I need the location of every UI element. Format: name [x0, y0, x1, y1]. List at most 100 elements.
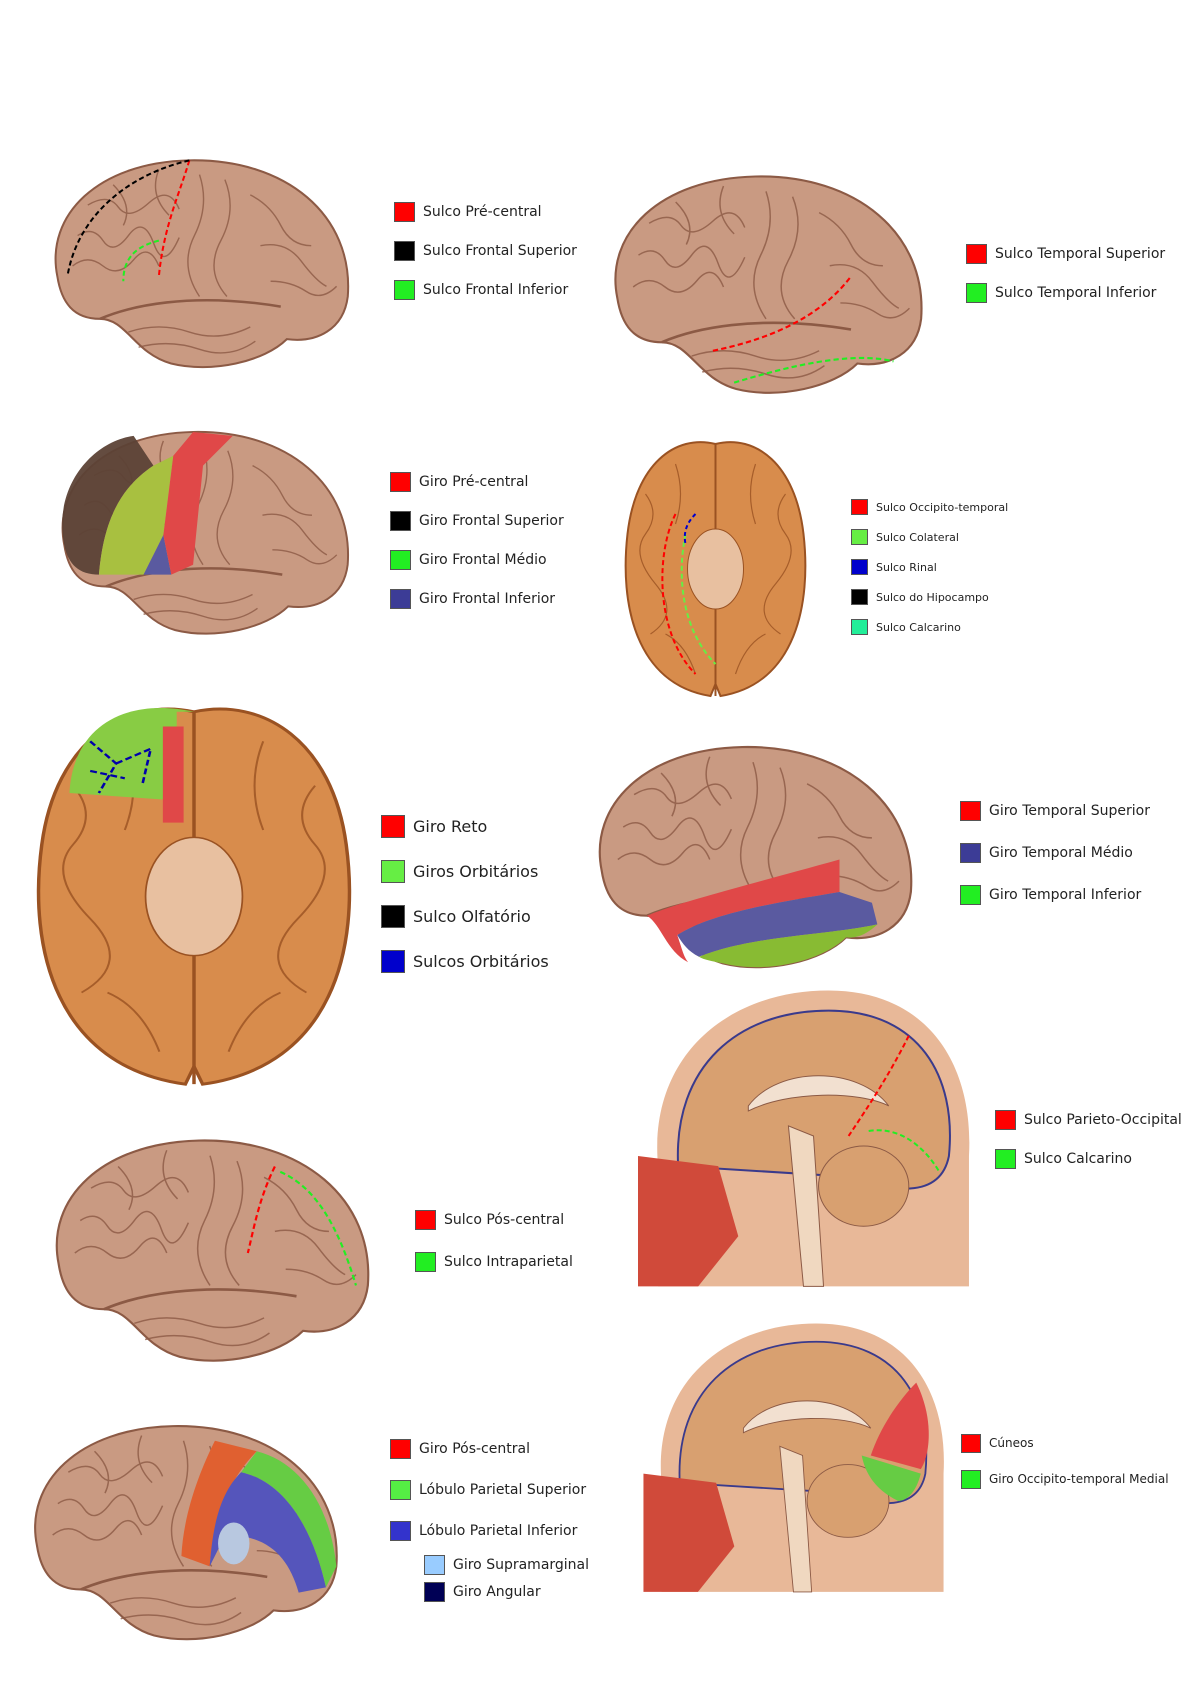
legend-label: Sulco do Hipocampo — [876, 590, 989, 604]
legend-label: Giro Frontal Inferior — [419, 590, 556, 607]
legend-item: Sulco Temporal Superior — [966, 234, 1165, 273]
sagittal-brain-sulci — [638, 984, 979, 1298]
swatch-green — [390, 549, 411, 570]
swatch-red — [415, 1210, 436, 1230]
swatch-green — [415, 1252, 436, 1272]
legend-item: Giro Temporal Médio — [960, 832, 1150, 874]
legend-label: Giro Temporal Inferior — [989, 887, 1142, 903]
legend-item: Giro Occipito-temporal Medial — [961, 1461, 1169, 1497]
legend-item: Lóbulo Parietal Inferior — [390, 1510, 589, 1551]
legend-item: Sulcos Orbitários — [381, 939, 549, 984]
legend-orbital: Giro Reto Giros Orbitários Sulco Olfatór… — [381, 804, 549, 984]
legend-item: Sulco Olfatório — [381, 894, 549, 939]
swatch-green — [394, 279, 415, 300]
swatch-blue — [390, 1520, 411, 1541]
swatch-black — [851, 589, 868, 605]
legend-label: Giro Occipito-temporal Medial — [989, 1472, 1169, 1486]
legend-item: Giro Frontal Superior — [390, 501, 564, 540]
legend-subitem: Giro Angular — [424, 1578, 589, 1605]
legend-label: Giro Supramarginal — [453, 1556, 590, 1573]
swatch-green — [960, 885, 981, 905]
legend-item: Sulco Pré-central — [394, 192, 577, 231]
swatch-red — [961, 1433, 981, 1453]
legend-label: Lóbulo Parietal Superior — [419, 1481, 587, 1498]
legend-label: Sulcos Orbitários — [413, 952, 549, 971]
legend-temporal-gyri: Giro Temporal Superior Giro Temporal Méd… — [960, 790, 1150, 916]
legend-label: Giro Temporal Médio — [989, 845, 1133, 861]
legend-label: Sulco Calcarino — [1024, 1150, 1132, 1167]
legend-label: Cúneos — [989, 1436, 1034, 1450]
legend-label: Sulco Calcarino — [876, 620, 961, 634]
swatch-black — [394, 240, 415, 261]
legend-label: Giro Reto — [413, 817, 488, 836]
legend-label: Sulco Frontal Inferior — [423, 281, 569, 298]
legend-item: Sulco Intraparietal — [415, 1241, 573, 1283]
legend-frontal-sulci: Sulco Pré-central Sulco Frontal Superior… — [394, 192, 577, 309]
swatch-red — [390, 1438, 411, 1459]
legend-cuneus: Cúneos Giro Occipito-temporal Medial — [961, 1425, 1169, 1497]
legend-label: Giro Frontal Superior — [419, 512, 564, 529]
swatch-green — [381, 860, 405, 883]
legend-label: Sulco Pós-central — [444, 1212, 565, 1228]
legend-item: Sulco Occipito-temporal — [851, 492, 1008, 522]
legend-frontal-gyri: Giro Pré-central Giro Frontal Superior G… — [390, 462, 564, 618]
swatch-navy — [424, 1581, 445, 1602]
lateral-brain-parietal-sulci — [37, 1133, 383, 1373]
lateral-brain-frontal-sulci — [37, 154, 362, 378]
legend-label: Sulco Pré-central — [423, 203, 542, 220]
legend-label: Sulco Temporal Inferior — [995, 284, 1157, 301]
legend-sagittal-sulci: Sulco Parieto-Occipital Sulco Calcarino — [995, 1100, 1182, 1178]
swatch-green — [851, 529, 868, 545]
swatch-green — [390, 1479, 411, 1500]
legend-label: Sulco Olfatório — [413, 907, 531, 926]
legend-parietal-sulci: Sulco Pós-central Sulco Intraparietal — [415, 1199, 573, 1283]
legend-inferior-sulci: Sulco Occipito-temporal Sulco Colateral … — [851, 492, 1008, 642]
swatch-green — [961, 1469, 981, 1489]
legend-item: Lóbulo Parietal Superior — [390, 1469, 589, 1510]
lateral-brain-temporal-sulci — [596, 170, 936, 404]
inferior-brain-orbital — [21, 697, 367, 1096]
sagittal-brain-cuneus — [633, 1319, 963, 1601]
legend-item: Sulco Calcarino — [851, 612, 1008, 642]
legend-label: Giro Pós-central — [419, 1440, 530, 1457]
legend-label: Lóbulo Parietal Inferior — [419, 1522, 578, 1539]
swatch-black — [381, 905, 405, 928]
legend-item: Giro Pré-central — [390, 462, 564, 501]
legend-item: Giro Temporal Superior — [960, 790, 1150, 832]
legend-label: Sulco Rinal — [876, 560, 937, 574]
legend-item: Giro Pós-central — [390, 1428, 589, 1469]
swatch-red — [851, 499, 868, 515]
swatch-red — [390, 471, 411, 492]
legend-label: Sulco Temporal Superior — [995, 245, 1166, 262]
legend-item: Giro Frontal Inferior — [390, 579, 564, 618]
legend-label: Giro Angular — [453, 1583, 541, 1600]
legend-label: Giro Frontal Médio — [419, 551, 547, 568]
legend-item: Cúneos — [961, 1425, 1169, 1461]
swatch-green — [995, 1148, 1016, 1169]
swatch-black — [390, 510, 411, 531]
swatch-red — [394, 201, 415, 222]
legend-item: Sulco Parieto-Occipital — [995, 1100, 1182, 1139]
legend-label: Giro Temporal Superior — [989, 803, 1150, 819]
legend-label: Sulco Frontal Superior — [423, 242, 577, 259]
legend-subitem: Giro Supramarginal — [424, 1551, 589, 1578]
swatch-light-blue — [424, 1554, 445, 1575]
legend-label: Giro Pré-central — [419, 473, 529, 490]
lateral-brain-frontal-gyri — [43, 426, 363, 644]
legend-item: Sulco Temporal Inferior — [966, 273, 1165, 312]
legend-item: Sulco Calcarino — [995, 1139, 1182, 1178]
lateral-brain-temporal-gyri — [580, 740, 926, 979]
swatch-red — [960, 801, 981, 821]
legend-item: Sulco Frontal Superior — [394, 231, 577, 270]
swatch-blue — [381, 950, 405, 973]
swatch-teal — [851, 619, 868, 635]
swatch-blue — [390, 588, 411, 609]
legend-label: Sulco Intraparietal — [444, 1254, 573, 1270]
inferior-brain-sulci — [612, 434, 819, 704]
legend-label: Giros Orbitários — [413, 862, 539, 881]
legend-item: Giro Frontal Médio — [390, 540, 564, 579]
legend-item: Giros Orbitários — [381, 849, 549, 894]
legend-label: Sulco Occipito-temporal — [876, 500, 1009, 514]
lateral-brain-parietal-gyri — [16, 1415, 351, 1655]
